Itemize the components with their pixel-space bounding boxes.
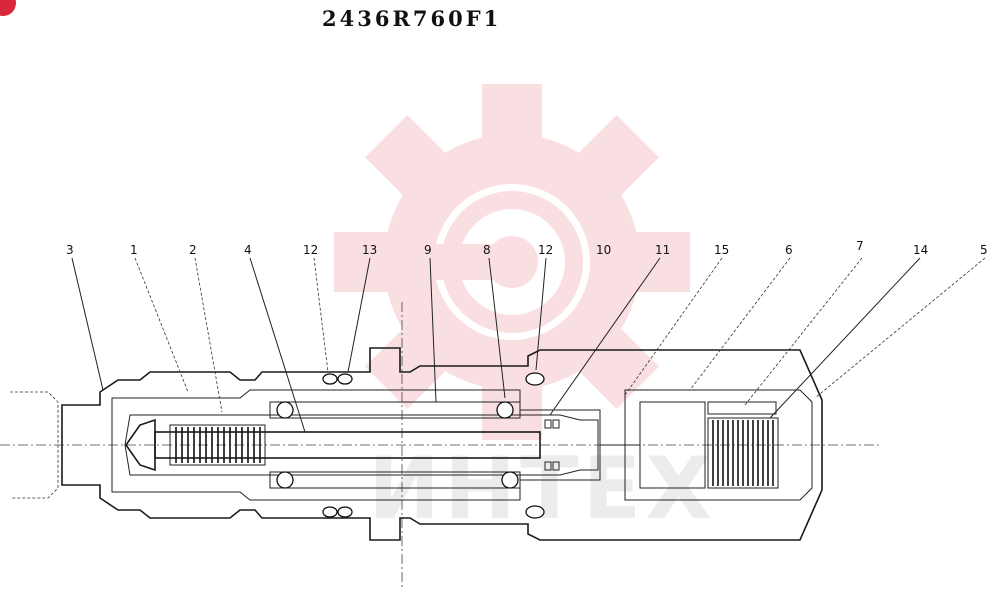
- callout-4: 4: [244, 243, 252, 257]
- callout-12a: 12: [303, 243, 318, 257]
- left-spring-coils: [169, 424, 266, 466]
- seal-11-a: [544, 419, 552, 429]
- callout-3: 3: [66, 243, 74, 257]
- oring-13-b: [337, 506, 353, 518]
- oring-12-left-b: [322, 506, 338, 518]
- callout-6: 6: [785, 243, 793, 257]
- plug-chamber: [624, 389, 813, 501]
- seal-11-b: [552, 419, 560, 429]
- callout-2: 2: [189, 243, 197, 257]
- poppet-rod: [154, 431, 541, 459]
- inner-bore: [124, 414, 599, 476]
- oring-12-right-a: [525, 372, 545, 386]
- oring-12-left-a: [322, 373, 338, 385]
- oring-12-right-b: [525, 505, 545, 519]
- callout-10: 10: [596, 243, 611, 257]
- spring-lower: [269, 471, 521, 489]
- seal-11-c: [544, 461, 552, 471]
- oring-lower-left: [276, 471, 294, 489]
- drawing-title: 2436R760F1: [322, 6, 502, 31]
- seal-11-d: [552, 461, 560, 471]
- oring-upper-left: [276, 401, 294, 419]
- right-spring-coils: [707, 417, 779, 489]
- oring-8-upper: [496, 401, 514, 419]
- adjust-screw-7: [707, 401, 777, 415]
- valve-housing-outline: [61, 347, 823, 541]
- oring-8-lower: [501, 471, 519, 489]
- callout-1: 1: [130, 243, 138, 257]
- callout-11: 11: [655, 243, 670, 257]
- callout-13: 13: [362, 243, 377, 257]
- callout-leaders: [71, 257, 986, 433]
- callout-9: 9: [424, 243, 432, 257]
- corner-badge-icon: [0, 0, 16, 16]
- callout-12b: 12: [538, 243, 553, 257]
- oring-13: [337, 373, 353, 385]
- watermark-gear-icon: [334, 84, 690, 440]
- callout-15: 15: [714, 243, 729, 257]
- spring-upper: [269, 401, 521, 419]
- callout-5: 5: [980, 243, 988, 257]
- callout-14: 14: [913, 243, 928, 257]
- mating-port-outline: [10, 391, 59, 499]
- sleeve-part-1: [111, 389, 601, 501]
- callout-7: 7: [856, 239, 864, 253]
- callout-8: 8: [483, 243, 491, 257]
- callout-labels: 3 1 2 4 12 13 9 8 12 10 11 15 6 7 14 5: [66, 239, 988, 257]
